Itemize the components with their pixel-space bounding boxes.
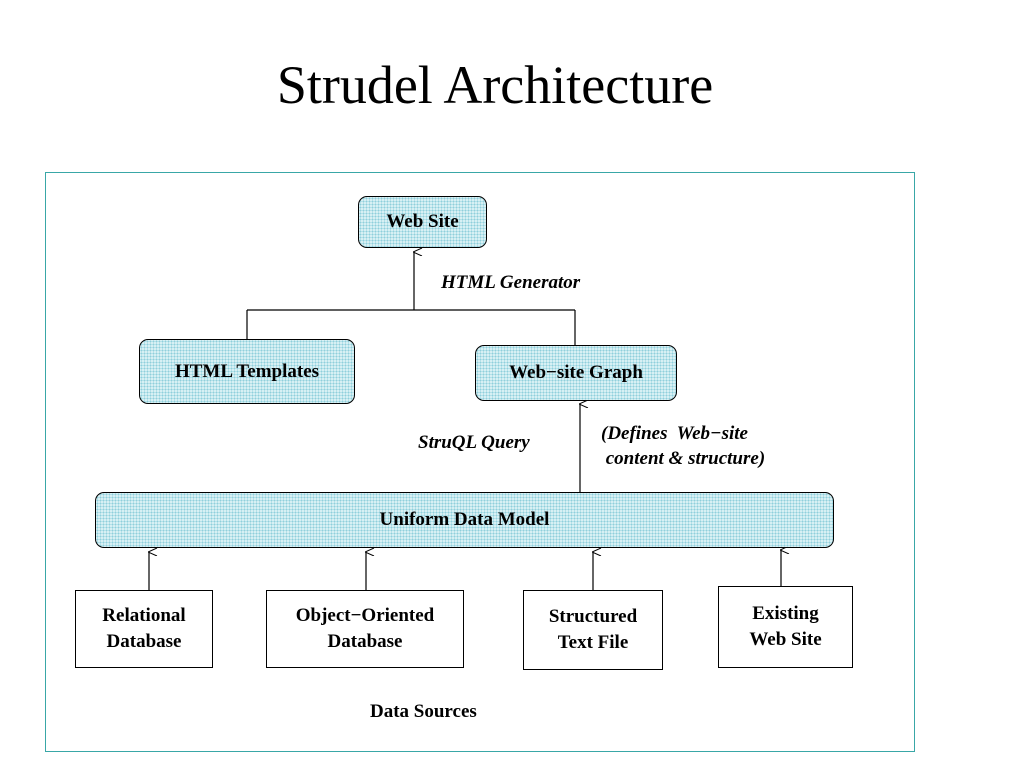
- diagram-frame: [45, 172, 915, 752]
- slide-title: Strudel Architecture: [276, 55, 714, 115]
- html-templates-box: HTML Templates: [139, 339, 355, 404]
- object-oriented-database-box: Object−Oriented Database: [266, 590, 464, 668]
- existing-web-site-box: Existing Web Site: [718, 586, 853, 668]
- html-generator-label: HTML Generator: [441, 272, 581, 293]
- structured-text-file-box: Structured Text File: [523, 590, 663, 670]
- defines-content-note: (Defines Web−site content & structure): [601, 423, 766, 469]
- relational-database-box: Relational Database: [75, 590, 213, 668]
- struql-query-label: StruQL Query: [418, 432, 530, 453]
- web-site-graph-box: Web−site Graph: [475, 345, 677, 401]
- web-site-box: Web Site: [358, 196, 487, 248]
- uniform-data-model-box: Uniform Data Model: [95, 492, 834, 548]
- data-sources-label: Data Sources: [370, 701, 477, 722]
